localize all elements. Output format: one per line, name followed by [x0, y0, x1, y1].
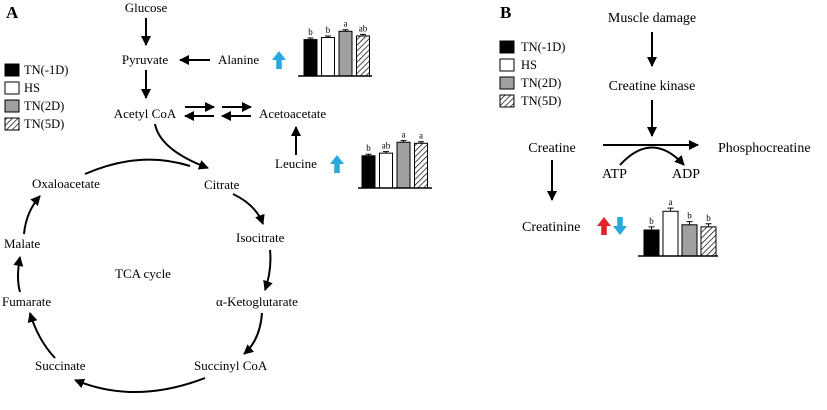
alanine-up-icon [272, 51, 286, 69]
leucine-significance-label: a [402, 130, 406, 140]
leucine-bar-chart: b ab a a [358, 130, 432, 189]
leucine-error-bar [418, 141, 424, 144]
arrow-acetylcoa-citrate [154, 123, 209, 170]
leucine-significance-label: ab [382, 141, 391, 151]
node-ketoglutarate: α-Ketoglutarate [216, 294, 298, 309]
panel-a-label: A [6, 3, 19, 22]
node-acetoacetate: Acetoacetate [259, 106, 326, 121]
leucine-bar-hs [379, 152, 393, 189]
node-fumarate: Fumarate [2, 294, 51, 309]
alanine-error-bar [360, 33, 366, 36]
legend-label: TN(5D) [521, 94, 561, 108]
leucine-error-bar [365, 153, 372, 156]
arrow-oxaloacetate-citrate [84, 158, 191, 175]
creatinine-error-bar [648, 226, 655, 230]
node-muscle-damage: Muscle damage [608, 11, 696, 26]
leucine-error-bar [400, 140, 407, 143]
legend-swatch-tn-minus1d [499, 40, 515, 54]
node-creatinine: Creatinine [522, 220, 580, 235]
creatinine-bar-tn-minus1d [643, 229, 660, 257]
node-succinyl-coa: Succinyl CoA [194, 358, 268, 373]
legend-swatch-hs [499, 58, 515, 72]
alanine-bar-tn-5d [356, 35, 370, 77]
node-acetyl-coa: Acetyl CoA [114, 106, 177, 121]
alanine-error-bar [307, 37, 314, 40]
node-malate: Malate [4, 236, 40, 251]
node-alanine: Alanine [218, 52, 259, 67]
node-isocitrate: Isocitrate [236, 230, 285, 245]
leucine-bar-tn-5d [414, 142, 428, 189]
node-creatine: Creatine [528, 141, 575, 156]
legend-swatch-tn-5d [499, 94, 515, 108]
alanine-significance-label: a [344, 19, 348, 29]
alanine-bar-hs [321, 37, 335, 77]
node-phosphocreatine: Phosphocreatine [718, 141, 811, 156]
creatinine-bar-chart: b a b b [638, 197, 718, 257]
arrow-atp-adp [619, 146, 685, 166]
creatinine-bar-tn-5d [700, 226, 717, 257]
creatinine-significance-label: b [706, 213, 711, 223]
creatinine-error-bar [667, 207, 674, 212]
node-adp: ADP [672, 167, 700, 182]
alanine-bar-tn-minus1d [303, 39, 318, 77]
legend-label: TN(-1D) [24, 63, 68, 77]
leucine-significance-label: b [366, 143, 371, 153]
legend-a: TN(-1D) HS TN(2D) TN(5D) [4, 63, 68, 131]
node-glucose: Glucose [125, 0, 168, 15]
panel-b-label: B [500, 3, 511, 22]
node-creatine-kinase: Creatine kinase [609, 79, 696, 94]
leucine-bar-tn-2d [396, 141, 411, 189]
arrow-succinylcoa-succinate [74, 377, 206, 393]
legend-label: TN(-1D) [521, 40, 565, 54]
legend-swatch-tn-minus1d [4, 63, 20, 77]
node-atp: ATP [602, 167, 627, 182]
creatinine-error-bar [705, 223, 712, 227]
creatinine-blue-down-icon [613, 217, 627, 235]
leucine-error-bar [383, 151, 389, 154]
node-succinate: Succinate [35, 358, 86, 373]
alanine-significance-label: ab [359, 23, 368, 33]
creatinine-significance-label: a [669, 197, 673, 207]
creatinine-red-up-icon [597, 217, 611, 235]
node-leucine: Leucine [275, 156, 317, 171]
arrow-malate-oxaloacetate [23, 195, 41, 235]
creatinine-significance-label: b [687, 211, 692, 221]
legend-label: HS [24, 81, 40, 95]
alanine-significance-label: b [326, 25, 331, 35]
creatinine-significance-label: b [649, 216, 654, 226]
legend-b: TN(-1D) HS TN(2D) TN(5D) [499, 40, 565, 108]
creatinine-bar-tn-2d [681, 224, 698, 257]
legend-swatch-tn-2d [499, 76, 515, 90]
arrow-succinate-fumarate [27, 312, 56, 359]
legend-swatch-hs [4, 81, 20, 95]
legend-label: TN(2D) [521, 76, 561, 90]
leucine-significance-label: a [419, 131, 423, 141]
alanine-significance-label: b [308, 27, 313, 37]
alanine-error-bar [325, 35, 331, 38]
legend-label: TN(2D) [24, 99, 64, 113]
node-pyruvate: Pyruvate [122, 52, 168, 67]
legend-label: HS [521, 58, 537, 72]
legend-swatch-tn-5d [4, 117, 20, 131]
node-oxaloacetate: Oxaloacetate [32, 176, 100, 191]
legend-label: TN(5D) [24, 117, 64, 131]
creatinine-error-bar [686, 221, 693, 225]
arrow-fumarate-malate [13, 256, 24, 293]
alanine-bar-chart: b b a ab [298, 19, 372, 77]
alanine-bar-tn-2d [338, 30, 353, 77]
creatinine-bar-hs [662, 210, 679, 257]
node-citrate: Citrate [204, 177, 240, 192]
legend-swatch-tn-2d [4, 99, 20, 113]
cycle-label: TCA cycle [115, 266, 171, 281]
leucine-bar-tn-minus1d [361, 155, 376, 189]
arrow-citrate-isocitrate [232, 193, 265, 225]
alanine-error-bar [342, 29, 349, 32]
arrow-ketoglutarate-succinylcoa [243, 312, 263, 355]
leucine-up-icon [330, 155, 344, 173]
arrow-isocitrate-ketoglutarate [263, 249, 273, 291]
